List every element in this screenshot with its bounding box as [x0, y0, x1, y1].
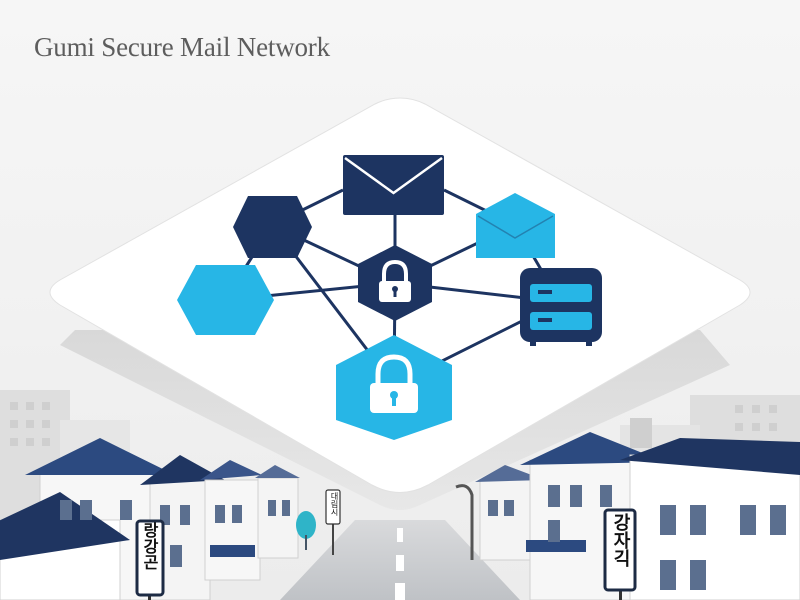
left-street-sign: [135, 519, 165, 600]
pole-sign-label: 대림시: [330, 492, 339, 516]
background-windows: [10, 402, 777, 446]
road-markings: [395, 528, 405, 600]
left-house-windows: [60, 500, 290, 567]
tree: [296, 511, 316, 550]
street-lamp: [455, 484, 474, 560]
left-sign-label: 랑강곤: [140, 522, 159, 570]
bottom-lock-node: [336, 335, 452, 440]
right-street-sign: [603, 508, 637, 600]
center-lock-hub: [358, 245, 432, 321]
right-house-windows: [488, 485, 786, 590]
cyan-hex-node: [177, 265, 274, 335]
page-title: Gumi Secure Mail Network: [34, 32, 330, 62]
envelope-node: [343, 155, 444, 215]
envelope-open-node: [476, 193, 555, 258]
pole-sign: [325, 489, 341, 555]
right-sign-label: 강자긱: [610, 513, 631, 567]
server-node: [520, 268, 602, 346]
navy-hex-node: [233, 196, 312, 258]
